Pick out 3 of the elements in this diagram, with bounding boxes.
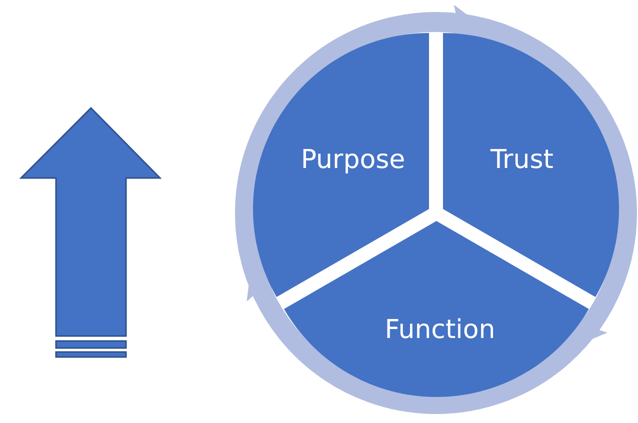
segment-label: Trust (490, 145, 554, 175)
segment-label: Function (384, 315, 496, 345)
segment-label: Purpose (300, 145, 406, 175)
